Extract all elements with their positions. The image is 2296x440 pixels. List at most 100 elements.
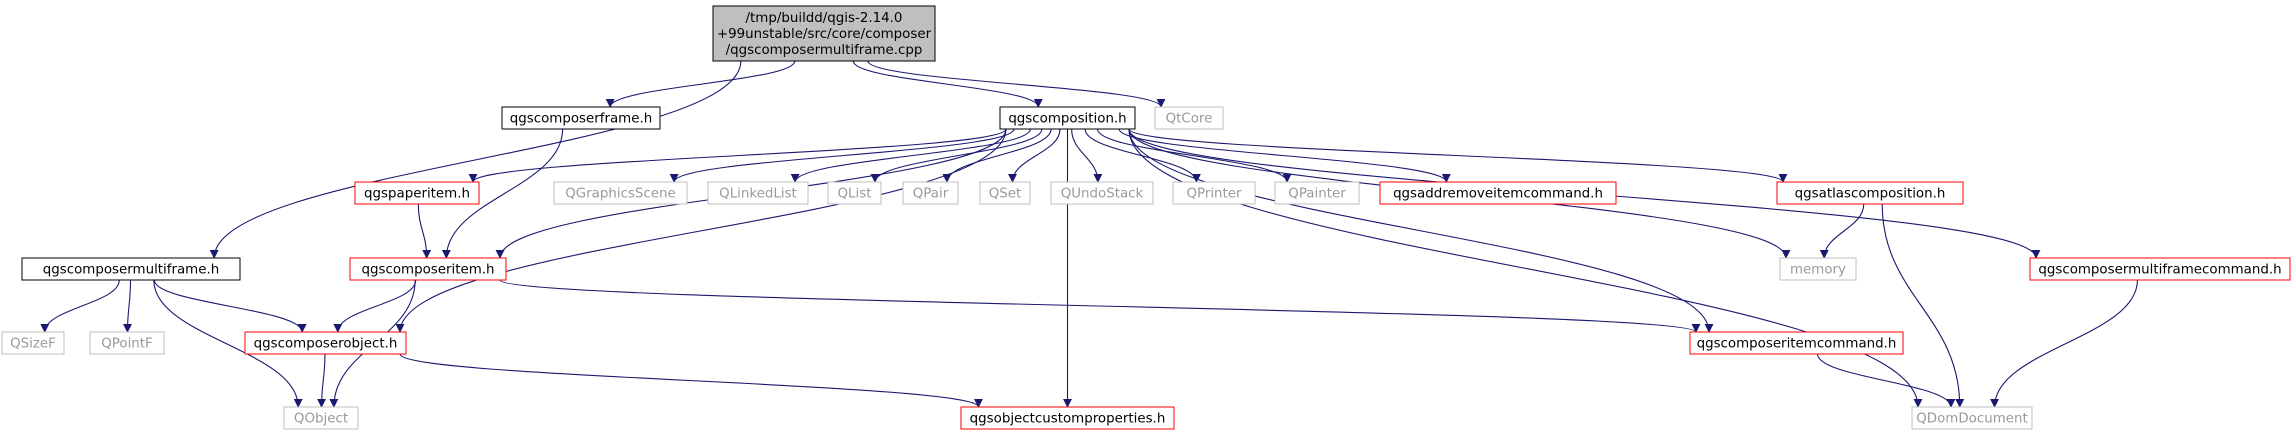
node-box — [1154, 106, 1224, 130]
node-qpainter[interactable]: QPainter — [1274, 181, 1360, 205]
node-customprops[interactable]: qgsobjectcustomproperties.h — [960, 406, 1175, 430]
node-label: qgscomposerobject.h — [254, 337, 398, 352]
node-composeritem[interactable]: qgscomposeritem.h — [349, 257, 507, 281]
node-multiframe[interactable]: qgscomposermultiframe.h — [21, 257, 241, 281]
edge-composition-to-composerobject — [395, 128, 1007, 333]
node-label: qgscomposerframe.h — [510, 112, 652, 127]
node-itemcmd[interactable]: qgscomposeritemcommand.h — [1689, 331, 1904, 355]
node-box — [1, 331, 65, 355]
edge-composition-to-qgraphicsscene — [669, 128, 1015, 183]
node-qdomdocument[interactable]: QDomDocument — [1911, 406, 2033, 430]
node-box — [1274, 181, 1360, 205]
node-qlinkedlist[interactable]: QLinkedList — [707, 181, 809, 205]
edge-composition-to-addremove — [1118, 128, 1451, 183]
dependency-nodes: /tmp/buildd/qgis-2.14.0+99unstable/src/c… — [1, 5, 2291, 430]
edge-root-to-composerframe — [605, 60, 796, 108]
node-label: QLinkedList — [719, 187, 797, 202]
edge-composition-to-qpainter — [1096, 128, 1292, 183]
node-label: qgscomposeritem.h — [362, 263, 495, 278]
node-multiframecmd[interactable]: qgscomposermultiframecommand.h — [2029, 257, 2291, 281]
node-qobject[interactable]: QObject — [283, 406, 359, 430]
node-box — [1779, 257, 1857, 281]
node-label: qgscomposition.h — [1008, 112, 1126, 127]
node-qprinter[interactable]: QPrinter — [1172, 181, 1256, 205]
edge-atlas-to-memory — [1819, 203, 1865, 259]
node-label: qgscomposeritemcommand.h — [1697, 337, 1897, 352]
node-label: QPainter — [1288, 187, 1346, 202]
edge-composition-to-itemcmd — [1128, 128, 1714, 333]
edge-root-to-composition — [852, 60, 1043, 108]
node-label: qgsatlascomposition.h — [1795, 187, 1946, 202]
edge-composition-to-qpair — [942, 128, 1052, 183]
node-qgraphicsscene[interactable]: QGraphicsScene — [553, 181, 688, 205]
node-box — [979, 181, 1031, 205]
node-box — [707, 181, 809, 205]
edge-paperitem-to-composeritem — [417, 203, 432, 259]
node-paperitem[interactable]: qgspaperitem.h — [354, 181, 480, 205]
edge-composition-to-atlas — [1128, 128, 1788, 183]
node-box — [960, 406, 1175, 430]
node-box — [1379, 181, 1617, 205]
node-label: /tmp/buildd/qgis-2.14.0 — [746, 11, 903, 26]
node-label: QSet — [989, 187, 1022, 202]
node-box — [1911, 406, 2033, 430]
node-box — [902, 181, 959, 205]
node-label: QSizeF — [10, 337, 56, 352]
node-qtcore[interactable]: QtCore — [1154, 106, 1224, 130]
node-root[interactable]: /tmp/buildd/qgis-2.14.0+99unstable/src/c… — [712, 5, 936, 62]
node-qpointf[interactable]: QPointF — [89, 331, 165, 355]
node-label: qgsobjectcustomproperties.h — [970, 412, 1166, 427]
node-box — [2029, 257, 2291, 281]
edge-composition-to-qdomdocument — [1128, 128, 1923, 408]
node-label: /qgscomposermultiframe.cpp — [726, 43, 923, 58]
node-label: QtCore — [1166, 112, 1213, 127]
edge-composeritem-to-composerobject — [333, 279, 417, 333]
edge-composerobject-to-qobject — [317, 353, 327, 408]
node-box — [21, 257, 241, 281]
node-box — [712, 5, 936, 62]
edge-composition-to-qundostack — [1071, 128, 1103, 183]
node-box — [89, 331, 165, 355]
node-box — [999, 106, 1136, 130]
node-addremove[interactable]: qgsaddremoveitemcommand.h — [1379, 181, 1617, 205]
node-box — [1776, 181, 1964, 205]
node-composition[interactable]: qgscomposition.h — [999, 106, 1136, 130]
edge-composerobject-to-customprops — [399, 353, 983, 408]
node-qsizef[interactable]: QSizeF — [1, 331, 65, 355]
node-box — [354, 181, 480, 205]
edge-itemcmd-to-qdomdocument — [1817, 353, 1956, 408]
node-qpair[interactable]: QPair — [902, 181, 959, 205]
node-box — [1050, 181, 1154, 205]
node-label: QPointF — [101, 337, 153, 352]
node-box — [553, 181, 688, 205]
edge-composition-to-qlinkedlist — [790, 128, 1031, 183]
edge-multiframe-to-qobject — [153, 279, 303, 408]
edge-composition-to-qprinter — [1084, 128, 1201, 183]
node-label: QGraphicsScene — [565, 187, 676, 202]
edge-composition-to-qlist — [870, 128, 1043, 183]
node-label: qgscomposermultiframe.h — [43, 263, 219, 278]
edge-atlas-to-qdomdocument — [1881, 203, 1965, 408]
node-label: QPrinter — [1186, 187, 1242, 202]
node-qundostack[interactable]: QUndoStack — [1050, 181, 1154, 205]
node-memory[interactable]: memory — [1779, 257, 1857, 281]
node-label: +99unstable/src/core/composer — [717, 27, 932, 42]
node-label: qgsaddremoveitemcommand.h — [1393, 187, 1603, 202]
node-label: qgscomposermultiframecommand.h — [2038, 263, 2281, 278]
node-label: QDomDocument — [1916, 412, 2027, 427]
node-box — [1689, 331, 1904, 355]
edge-multiframe-to-qsizef — [40, 279, 120, 333]
node-atlas[interactable]: qgsatlascomposition.h — [1776, 181, 1964, 205]
edge-composition-to-paperitem — [468, 128, 1007, 183]
node-label: QUndoStack — [1061, 187, 1144, 202]
node-label: QObject — [294, 412, 348, 427]
node-qset[interactable]: QSet — [979, 181, 1031, 205]
node-box — [1172, 181, 1256, 205]
edge-multiframe-to-qpointf — [122, 279, 132, 333]
edge-root-to-qtcore — [867, 60, 1166, 108]
node-composerframe[interactable]: qgscomposerframe.h — [501, 106, 661, 130]
node-box — [283, 406, 359, 430]
node-qlist[interactable]: QList — [827, 181, 882, 205]
node-composerobject[interactable]: qgscomposerobject.h — [244, 331, 407, 355]
